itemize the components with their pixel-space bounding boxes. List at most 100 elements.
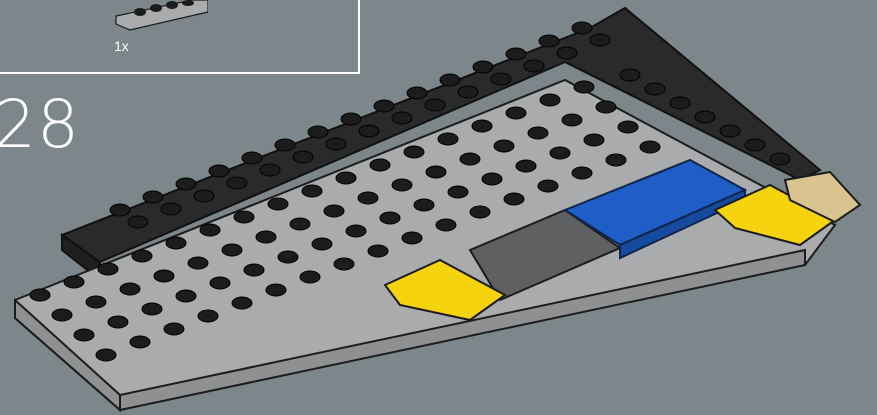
stud <box>374 100 394 112</box>
stud <box>436 219 456 231</box>
stud <box>572 22 592 34</box>
stud <box>108 316 128 328</box>
stud <box>538 180 558 192</box>
stud <box>142 303 162 315</box>
stud <box>380 212 400 224</box>
stud <box>176 290 196 302</box>
stud <box>524 60 544 72</box>
stud <box>278 251 298 263</box>
stud <box>308 126 328 138</box>
stud <box>404 146 424 158</box>
stud <box>640 141 660 153</box>
stud <box>482 173 502 185</box>
stud <box>770 153 790 165</box>
stud <box>334 258 354 270</box>
stud <box>438 133 458 145</box>
stud <box>574 81 594 93</box>
stud <box>506 107 526 119</box>
stud <box>227 177 247 189</box>
stud <box>540 94 560 106</box>
stud <box>242 152 262 164</box>
stud <box>402 232 422 244</box>
stud <box>166 237 186 249</box>
stud <box>670 97 690 109</box>
stud <box>473 61 493 73</box>
stud <box>154 270 174 282</box>
stud <box>52 309 72 321</box>
stud <box>645 83 665 95</box>
stud <box>86 296 106 308</box>
stud <box>194 190 214 202</box>
stud <box>198 310 218 322</box>
stud <box>539 35 559 47</box>
stud <box>590 34 610 46</box>
stud <box>290 218 310 230</box>
stud <box>143 191 163 203</box>
stud <box>188 257 208 269</box>
stud <box>596 101 616 113</box>
stud <box>618 121 638 133</box>
stud <box>164 323 184 335</box>
stud <box>132 250 152 262</box>
stud <box>210 277 230 289</box>
stud <box>414 199 434 211</box>
stud <box>266 284 286 296</box>
stud <box>234 211 254 223</box>
stud <box>324 205 344 217</box>
stud <box>557 47 577 59</box>
stud <box>620 69 640 81</box>
stud <box>232 297 252 309</box>
stud <box>268 198 288 210</box>
stud <box>528 127 548 139</box>
stud <box>516 160 536 172</box>
stud <box>562 114 582 126</box>
stud <box>425 99 445 111</box>
stud <box>458 86 478 98</box>
stud <box>74 329 94 341</box>
stud <box>695 111 715 123</box>
stud <box>293 151 313 163</box>
stud <box>110 204 130 216</box>
stud <box>341 113 361 125</box>
stud <box>120 283 140 295</box>
stud <box>426 166 446 178</box>
stud <box>161 203 181 215</box>
stud <box>176 178 196 190</box>
stud <box>64 276 84 288</box>
stud <box>392 112 412 124</box>
stud <box>370 159 390 171</box>
stud <box>506 48 526 60</box>
stud <box>368 245 388 257</box>
stud <box>584 134 604 146</box>
stud <box>244 264 264 276</box>
stud <box>550 147 570 159</box>
stud <box>275 139 295 151</box>
stud <box>358 192 378 204</box>
stud <box>448 186 468 198</box>
stud <box>745 139 765 151</box>
stud <box>494 140 514 152</box>
stud <box>312 238 332 250</box>
stud <box>491 73 511 85</box>
stud <box>256 231 276 243</box>
stud <box>504 193 524 205</box>
stud <box>200 224 220 236</box>
stud <box>336 172 356 184</box>
stud <box>440 74 460 86</box>
stud <box>392 179 412 191</box>
stud <box>346 225 366 237</box>
stud <box>128 216 148 228</box>
stud <box>96 349 116 361</box>
stud <box>209 165 229 177</box>
stud <box>460 153 480 165</box>
stud <box>606 154 626 166</box>
stud <box>302 185 322 197</box>
stud <box>98 263 118 275</box>
stud <box>720 125 740 137</box>
stud <box>407 87 427 99</box>
stud <box>130 336 150 348</box>
stud <box>300 271 320 283</box>
stud <box>222 244 242 256</box>
stud <box>572 167 592 179</box>
